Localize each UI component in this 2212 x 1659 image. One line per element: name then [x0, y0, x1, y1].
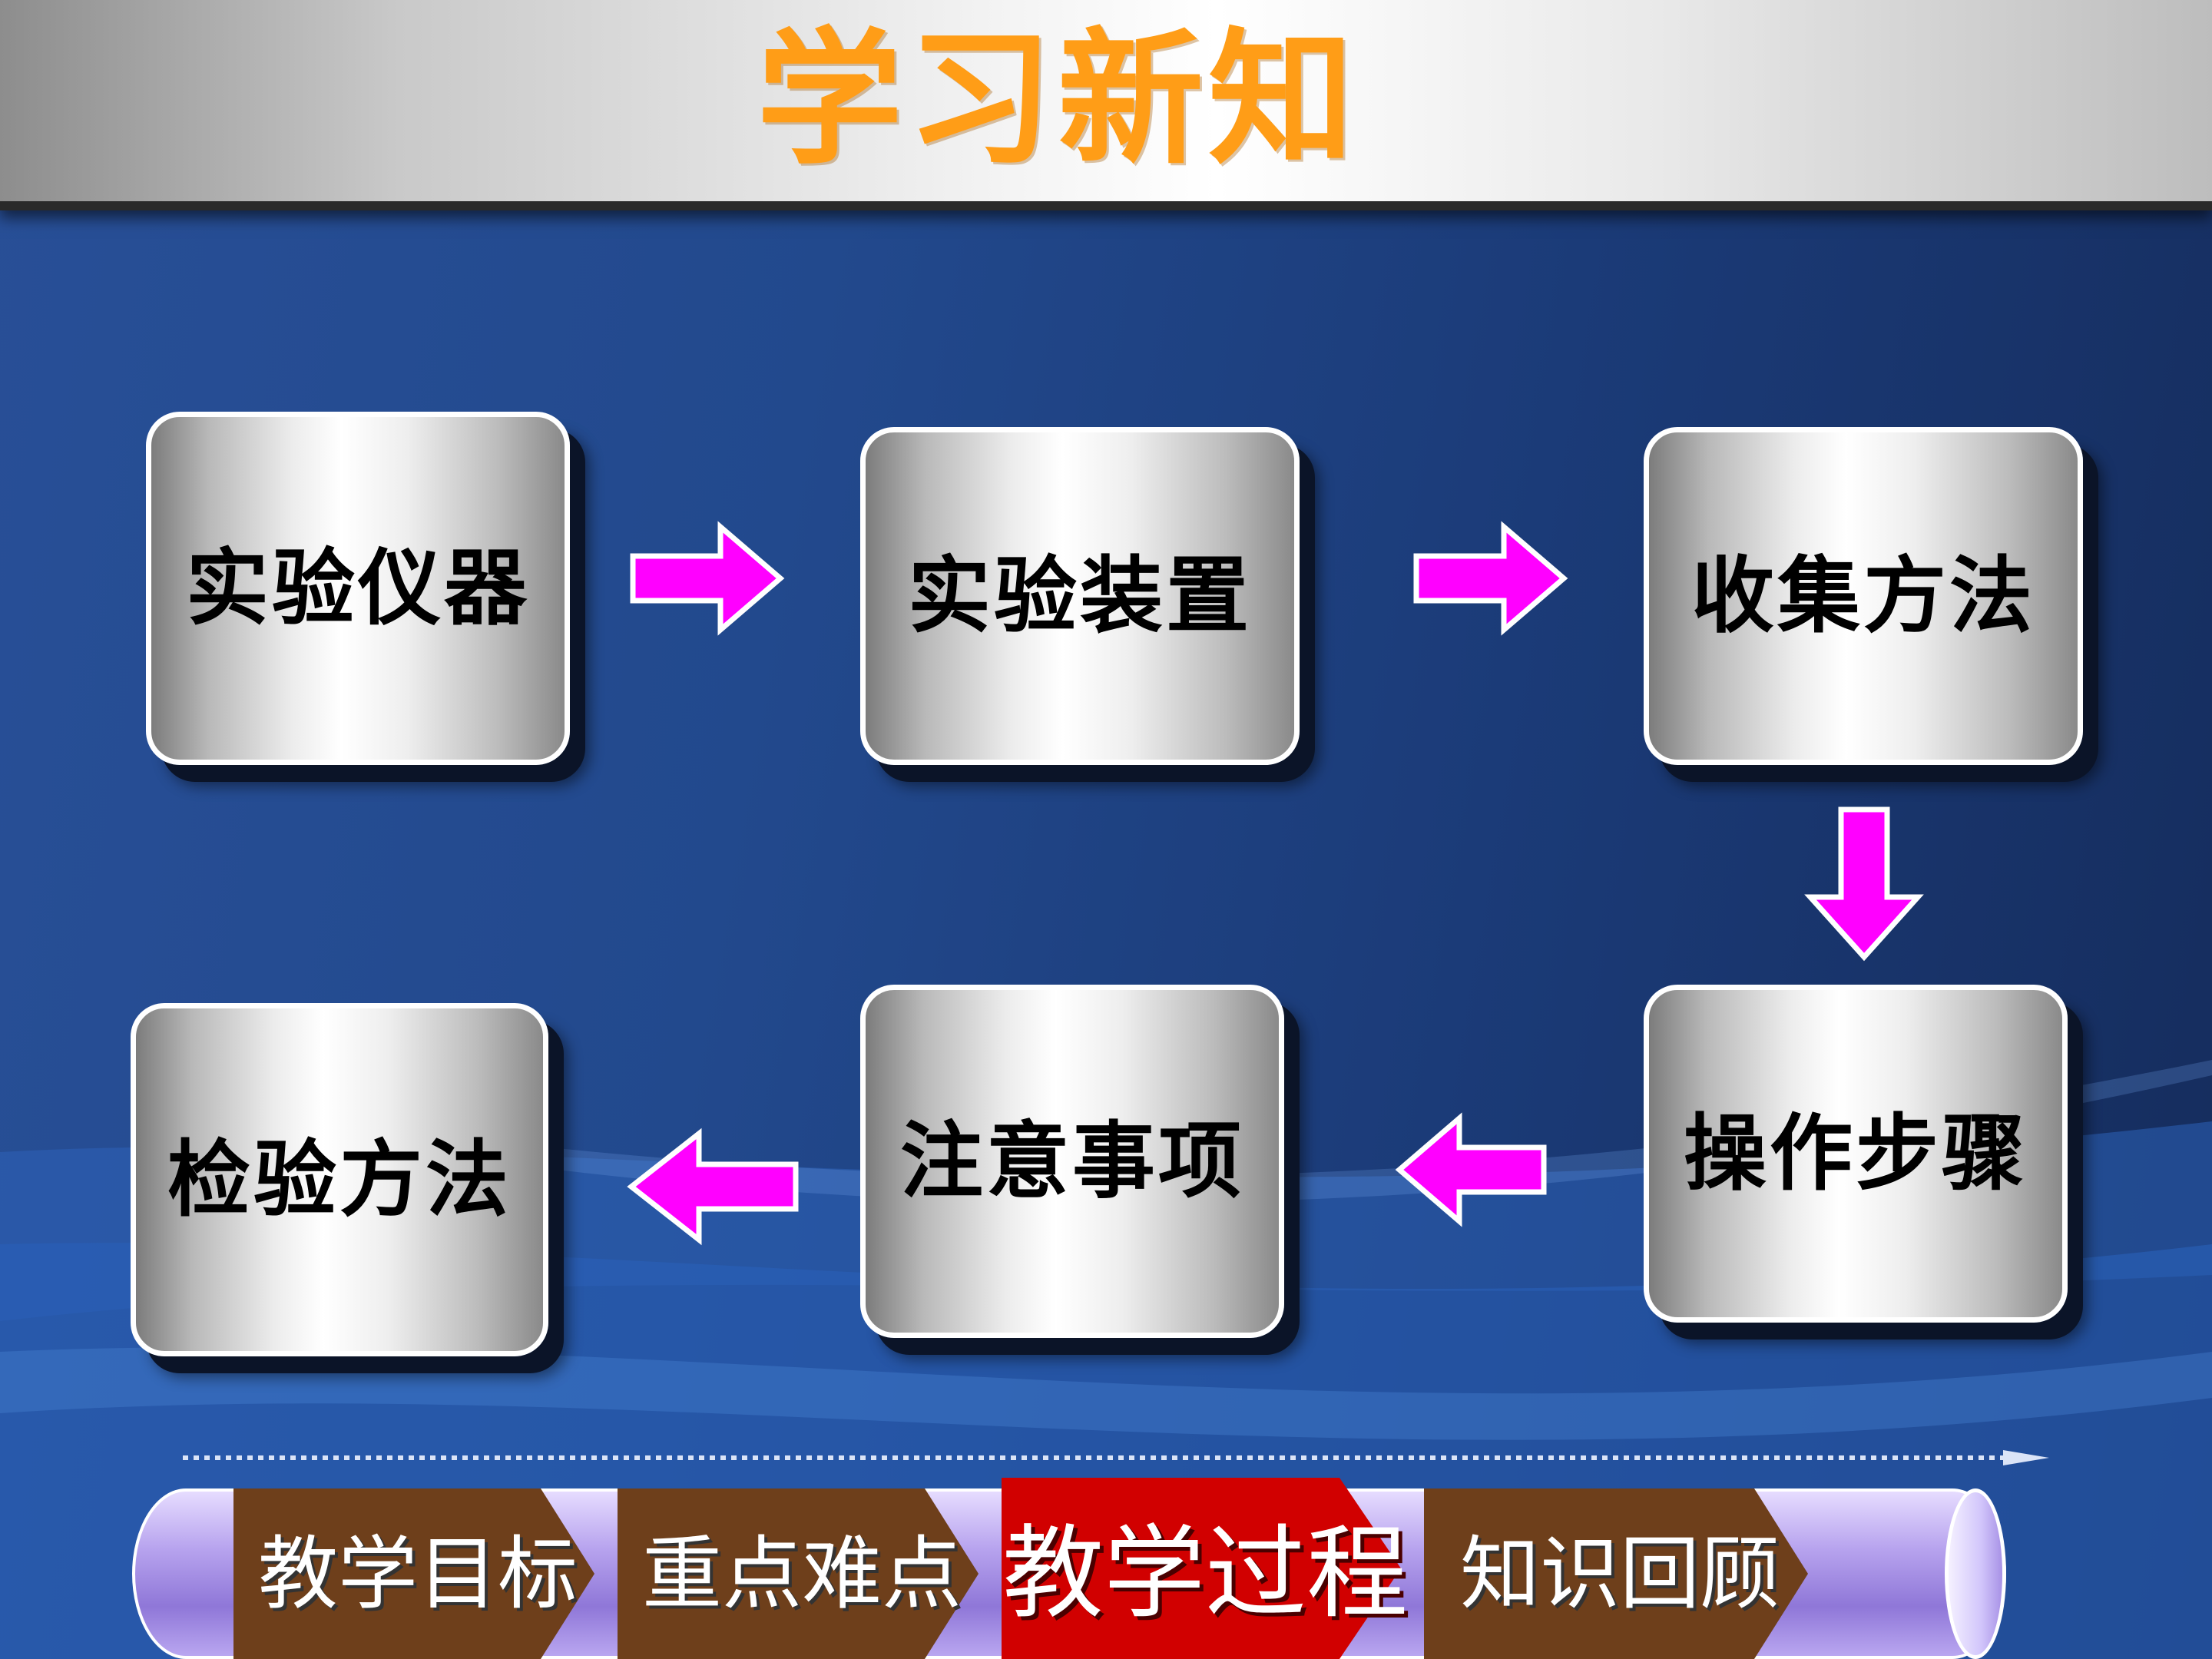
step-label: 注意事项 — [899, 1113, 1244, 1210]
step-label: 检验方法 — [167, 1131, 512, 1228]
arrow-left-icon — [1395, 1112, 1547, 1227]
nav-scroll-end — [1945, 1488, 2006, 1659]
nav-tab-key-points[interactable]: 重点难点 — [618, 1488, 979, 1659]
nav-tab-label: 重点难点 — [641, 1527, 962, 1621]
arrow-right-icon — [1413, 521, 1568, 636]
tab-chevron-shape — [1424, 1488, 1808, 1659]
step-apparatus[interactable]: 实验装置 — [860, 427, 1300, 765]
nav-tab-process[interactable]: 教学过程 — [1002, 1478, 1408, 1659]
step-instruments[interactable]: 实验仪器 — [146, 412, 570, 765]
nav-tab-label: 知识回顾 — [1459, 1527, 1780, 1621]
tab-chevron-shape — [1002, 1478, 1401, 1659]
step-label: 实验装置 — [907, 548, 1252, 644]
step-label: 收集方法 — [1690, 548, 2035, 644]
step-testing[interactable]: 检验方法 — [131, 1003, 548, 1356]
arrow-right-icon — [630, 521, 785, 636]
nav-tab-label: 教学目标 — [257, 1527, 578, 1621]
tab-chevron-shape — [233, 1488, 594, 1659]
step-collection[interactable]: 收集方法 — [1644, 427, 2083, 765]
timeline-dotted-arrow — [183, 1450, 2049, 1465]
tab-chevron-shape — [618, 1488, 979, 1659]
bottom-nav: 教学目标 重点难点 教学过程 知识回顾 — [132, 1478, 2006, 1659]
arrow-down-icon — [1804, 806, 1924, 962]
step-precautions[interactable]: 注意事项 — [860, 985, 1284, 1338]
page-title: 学习新知 — [757, 15, 1359, 184]
step-label: 操作步骤 — [1683, 1105, 2028, 1202]
header-band: 学习新知 — [0, 0, 2212, 210]
step-label: 实验仪器 — [185, 540, 530, 637]
nav-tab-objectives[interactable]: 教学目标 — [233, 1488, 594, 1659]
step-procedure[interactable]: 操作步骤 — [1644, 985, 2068, 1323]
nav-tab-label: 教学过程 — [1002, 1515, 1408, 1633]
nav-tab-review[interactable]: 知识回顾 — [1424, 1488, 1808, 1659]
arrow-left-icon — [627, 1128, 799, 1246]
